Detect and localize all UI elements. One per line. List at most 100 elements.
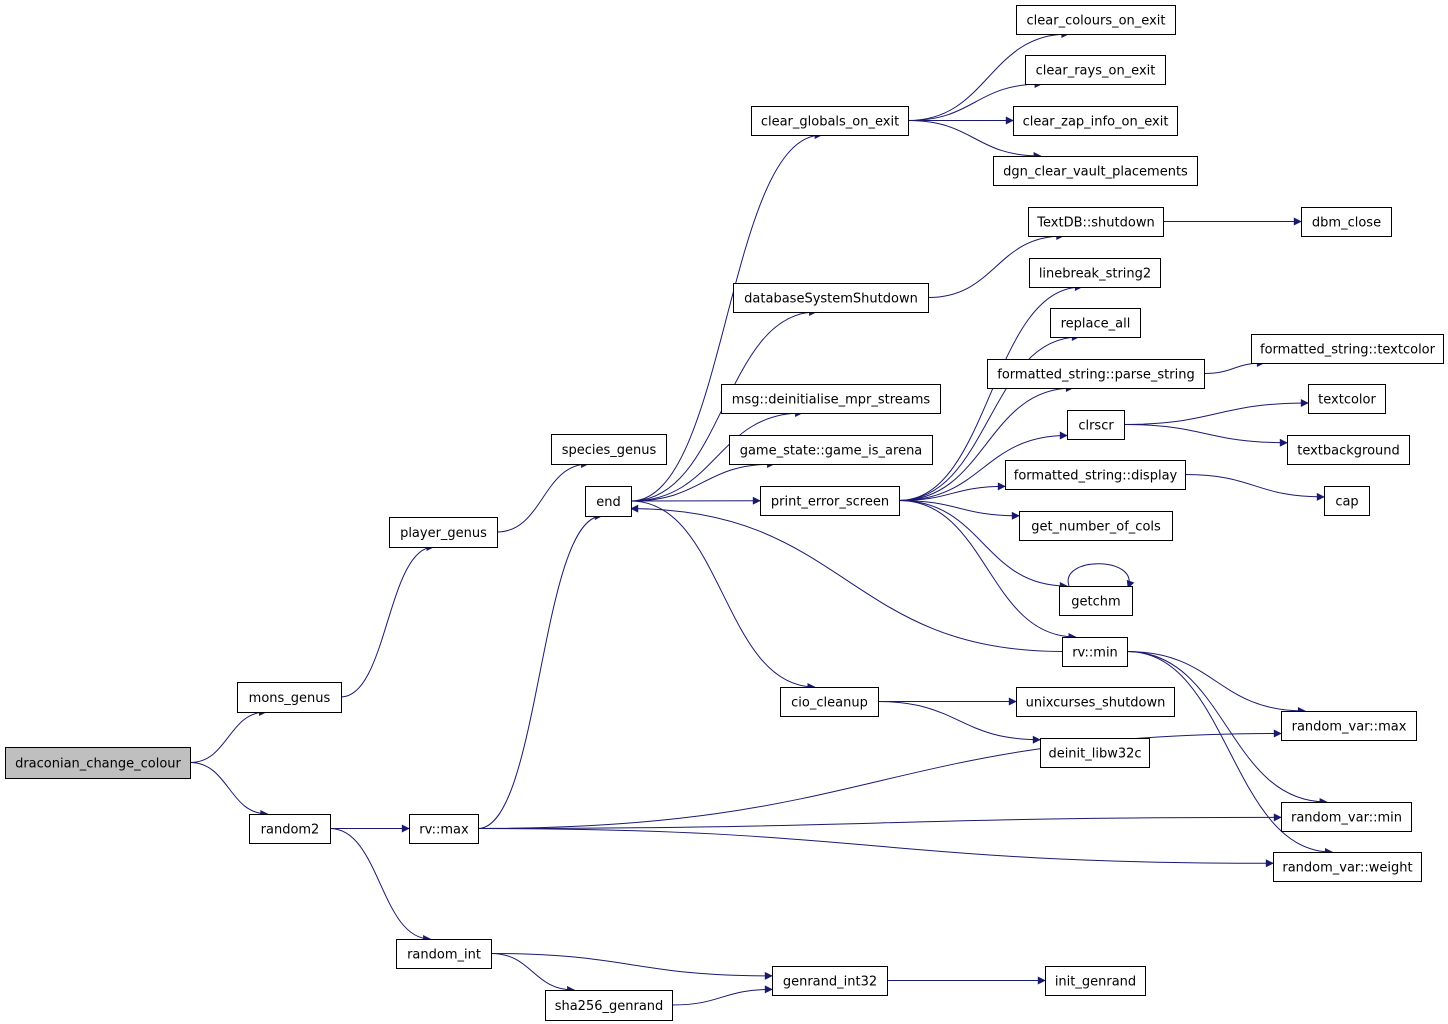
node-label: textbackground: [1297, 444, 1400, 459]
node-random-var-max[interactable]: random_var::max: [1281, 711, 1417, 741]
node-textbackground[interactable]: textbackground: [1287, 435, 1410, 465]
node-get-number-of-cols[interactable]: get_number_of_cols: [1019, 511, 1173, 541]
node-label: getchm: [1071, 595, 1120, 610]
edge-player_genus-to-species_genus: [496, 460, 590, 533]
node-random-var-weight[interactable]: random_var::weight: [1273, 852, 1422, 882]
node-box: [729, 435, 933, 465]
node-label: end: [596, 495, 621, 510]
node-box: [389, 517, 498, 548]
node-box: [780, 687, 879, 717]
edge-databaseSystemShutdown-to-TextDB_shutdown: [927, 232, 1065, 298]
node-label: rv::min: [1072, 646, 1118, 661]
node-random2[interactable]: random2: [249, 814, 331, 844]
node-box: [1005, 460, 1186, 490]
node-layer: draconian_change_colour mons_genus random2…: [5, 5, 1444, 1021]
edge-random_int-to-sha256_genrand: [490, 953, 576, 994]
node-random-int[interactable]: random_int: [396, 939, 492, 969]
edge-draconian_change_colour-to-random2: [189, 762, 269, 818]
node-box: [5, 747, 191, 779]
edge-print_error_screen-to-rv_min: [898, 500, 1077, 641]
node-clear-zap-info-on-exit[interactable]: clear_zap_info_on_exit: [1013, 106, 1178, 136]
node-box: [1287, 435, 1410, 465]
node-msg-deinitialise[interactable]: msg::deinitialise_mpr_streams: [721, 384, 941, 414]
node-linebreak-string2[interactable]: linebreak_string2: [1029, 258, 1161, 288]
node-databasesystemshutdown[interactable]: databaseSystemShutdown: [733, 283, 929, 313]
node-game-is-arena[interactable]: game_state::game_is_arena: [729, 435, 933, 465]
node-box: [409, 814, 479, 844]
node-draconian-change-colour[interactable]: draconian_change_colour: [5, 747, 191, 779]
node-dbm-close[interactable]: dbm_close: [1301, 207, 1392, 237]
node-box: [1028, 207, 1164, 237]
node-label: player_genus: [400, 526, 487, 541]
edge-print_error_screen-to-replace_all: [898, 333, 1080, 501]
node-label: linebreak_string2: [1039, 267, 1151, 282]
node-end[interactable]: end: [585, 486, 632, 517]
node-box: [396, 939, 492, 969]
node-box: [1067, 410, 1125, 440]
edge-end-to-msg_deinitialise: [630, 409, 804, 502]
edge-rv_min-to-random_var_min: [1126, 651, 1328, 806]
node-label: unixcurses_shutdown: [1026, 696, 1166, 711]
node-box: [733, 283, 929, 313]
node-box: [1251, 334, 1444, 364]
node-label: deinit_libw32c: [1048, 747, 1141, 762]
node-box: [1281, 802, 1412, 832]
node-print-error-screen[interactable]: print_error_screen: [760, 486, 900, 516]
node-cap[interactable]: cap: [1324, 486, 1370, 516]
node-init-genrand[interactable]: init_genrand: [1045, 966, 1146, 996]
node-clrscr[interactable]: clrscr: [1067, 410, 1125, 440]
edge-rv_max-to-random_var_weight: [477, 828, 1274, 868]
node-label: clrscr: [1078, 419, 1114, 434]
node-box: [1324, 486, 1370, 516]
node-fs-textcolor[interactable]: formatted_string::textcolor: [1251, 334, 1444, 364]
node-box: [1050, 308, 1141, 338]
edge-clear_globals_on_exit-to-clear_colours_on_exit: [907, 30, 1070, 121]
node-parse-string[interactable]: formatted_string::parse_string: [987, 359, 1205, 389]
node-box: [545, 990, 673, 1021]
edge-draconian_change_colour-to-mons_genus: [189, 708, 268, 763]
edge-clear_globals_on_exit-to-dgn_clear_vault_placements: [907, 120, 1042, 160]
node-rv-min[interactable]: rv::min: [1062, 637, 1128, 667]
node-label: get_number_of_cols: [1031, 520, 1161, 535]
node-textdb-shutdown[interactable]: TextDB::shutdown: [1028, 207, 1164, 237]
node-unixcurses-shutdown[interactable]: unixcurses_shutdown: [1016, 687, 1175, 717]
edge-print_error_screen-to-clrscr: [898, 431, 1068, 501]
node-box: [993, 156, 1198, 186]
node-player-genus[interactable]: player_genus: [389, 517, 498, 548]
node-rv-max[interactable]: rv::max: [409, 814, 479, 844]
node-clear-globals-on-exit[interactable]: clear_globals_on_exit: [751, 106, 909, 136]
node-cio-cleanup[interactable]: cio_cleanup: [780, 687, 879, 717]
node-genrand-int32[interactable]: genrand_int32: [772, 966, 888, 996]
node-sha256-genrand[interactable]: sha256_genrand: [545, 990, 673, 1021]
node-box: [1040, 738, 1150, 768]
node-random-var-min[interactable]: random_var::min: [1281, 802, 1412, 832]
node-getchm[interactable]: getchm: [1059, 586, 1133, 616]
edge-rv_max-to-random_var_max: [477, 729, 1282, 829]
node-replace-all[interactable]: replace_all: [1050, 308, 1141, 338]
edge-clrscr-to-textcolor: [1123, 399, 1309, 425]
node-label: dgn_clear_vault_placements: [1003, 165, 1188, 180]
node-label: random_var::weight: [1282, 861, 1412, 876]
node-clear-rays-on-exit[interactable]: clear_rays_on_exit: [1025, 55, 1166, 85]
node-label: textcolor: [1318, 393, 1376, 408]
node-fs-display[interactable]: formatted_string::display: [1005, 460, 1186, 490]
node-textcolor[interactable]: textcolor: [1308, 384, 1386, 414]
node-label: init_genrand: [1055, 975, 1136, 990]
node-box: [721, 384, 941, 414]
edge-random_int-to-genrand_int32: [490, 953, 773, 980]
node-label: databaseSystemShutdown: [744, 292, 918, 307]
node-label: replace_all: [1061, 317, 1131, 332]
edge-random2-to-random_int: [329, 828, 432, 943]
edge-end-to-clear_globals_on_exit: [630, 131, 823, 502]
node-label: formatted_string::parse_string: [997, 368, 1194, 383]
node-mons-genus[interactable]: mons_genus: [237, 682, 342, 713]
node-dgn-clear-vault-placements[interactable]: dgn_clear_vault_placements: [993, 156, 1198, 186]
node-species-genus[interactable]: species_genus: [551, 434, 667, 465]
node-deinit-libw32c[interactable]: deinit_libw32c: [1040, 738, 1150, 768]
edge-getchm-to-getchm: [1067, 563, 1135, 589]
node-box: [551, 434, 667, 465]
node-clear-colours-on-exit[interactable]: clear_colours_on_exit: [1016, 5, 1176, 35]
node-label: msg::deinitialise_mpr_streams: [732, 393, 931, 408]
node-label: genrand_int32: [783, 975, 877, 990]
